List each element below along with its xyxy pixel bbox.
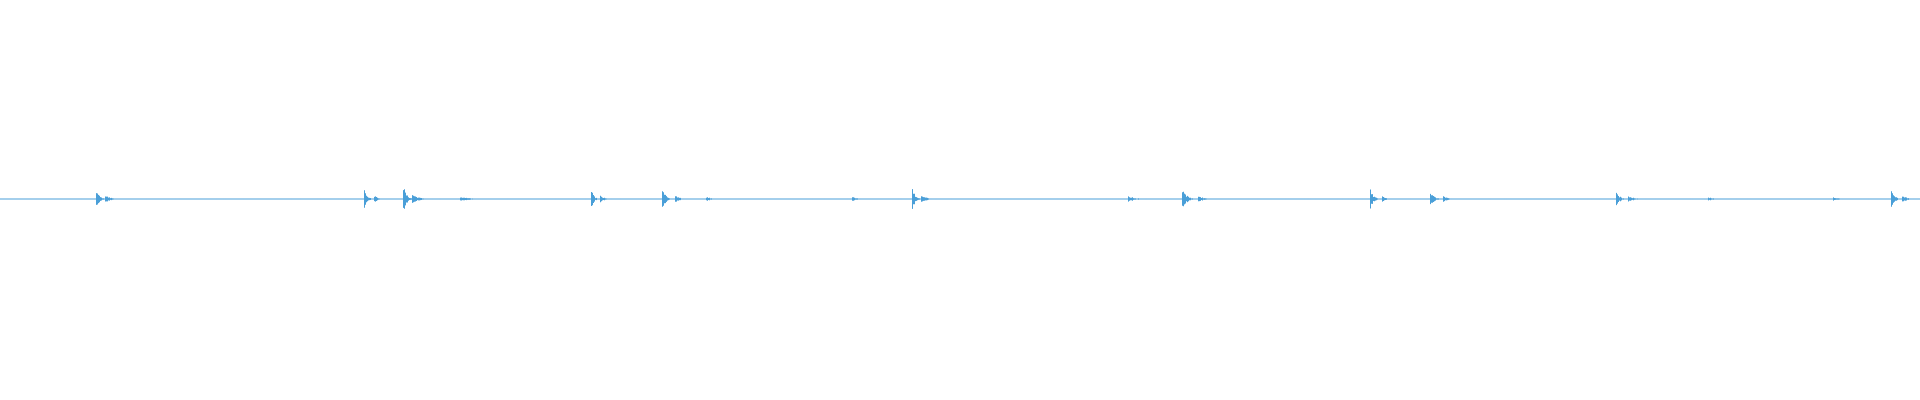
waveform-path <box>0 189 1920 209</box>
waveform-samples <box>0 189 1920 209</box>
